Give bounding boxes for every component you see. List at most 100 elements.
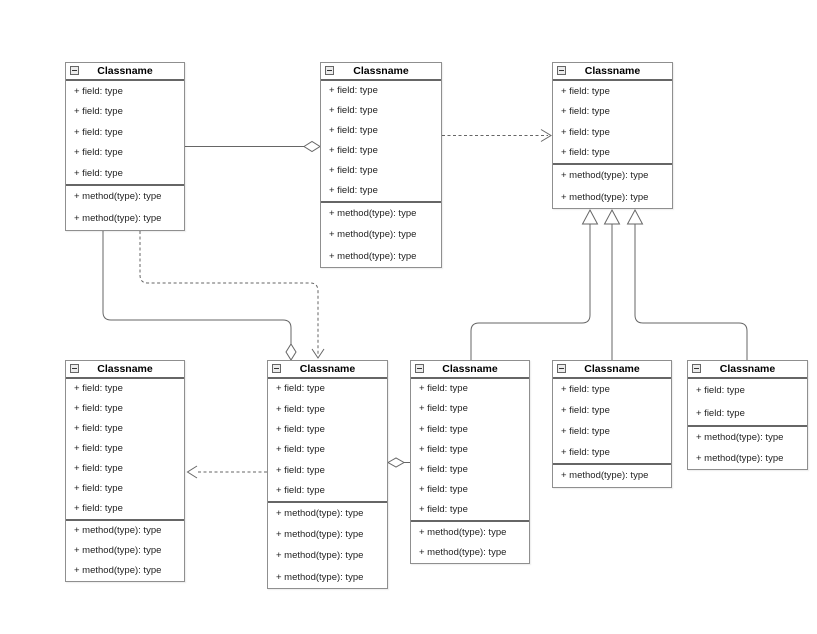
class-title: Classname <box>97 65 153 77</box>
class-box-bottom-center-right[interactable]: Classname + field: type + field: type + fi… <box>410 360 530 564</box>
member-row[interactable]: + field: type <box>561 126 610 138</box>
class-box-top-right[interactable]: Classname + field: type + field: type + fi… <box>552 62 673 209</box>
edge-generalization-bottomcenter-topright[interactable] <box>470 208 599 360</box>
member-row[interactable]: + field: type <box>561 404 610 416</box>
member-row[interactable]: + method(type): type <box>561 170 649 181</box>
member-row[interactable]: + method(type): type <box>276 507 364 519</box>
class-box-bottom-left[interactable]: Classname + field: type + field: type + fi… <box>65 360 185 582</box>
member-row[interactable]: + method(type): type <box>74 525 162 537</box>
member-row[interactable]: + field: type <box>276 383 325 395</box>
class-title-bar[interactable]: Classname <box>268 361 387 379</box>
member-row[interactable]: + field: type <box>329 165 378 177</box>
class-title-bar[interactable]: Classname <box>411 361 529 379</box>
member-row[interactable]: + field: type <box>74 85 123 97</box>
member-row[interactable]: + field: type <box>419 383 468 395</box>
edge-aggregation-topleft-topmiddle[interactable] <box>185 140 321 153</box>
member-row[interactable]: + field: type <box>276 403 325 415</box>
edge-dependency-bottommiddle-bottomleft[interactable] <box>186 465 268 479</box>
member-row[interactable]: + field: type <box>696 384 745 396</box>
member-row[interactable]: + field: type <box>74 503 123 515</box>
class-box-bottom-middle[interactable]: Classname + field: type + field: type + fi… <box>267 360 388 589</box>
edge-aggregation-topleft-bottommiddle[interactable] <box>102 231 297 361</box>
member-row[interactable]: + field: type <box>74 403 123 415</box>
member-row[interactable]: + method(type): type <box>329 229 417 241</box>
member-row[interactable]: + field: type <box>419 463 468 475</box>
methods-section: + method(type): type + method(type): type <box>553 163 672 208</box>
member-row[interactable]: + method(type): type <box>561 470 649 482</box>
member-row[interactable]: + field: type <box>419 403 468 415</box>
methods-section: + method(type): type <box>553 463 671 487</box>
edge-generalization-bottomright2-topright[interactable] <box>626 208 748 360</box>
member-row[interactable]: + field: type <box>74 126 123 138</box>
member-row[interactable]: + field: type <box>74 167 123 179</box>
collapse-minus-icon[interactable] <box>557 66 566 75</box>
class-box-top-left[interactable]: Classname + field: type + field: type + fi… <box>65 62 185 231</box>
hollow-diamond-marker <box>285 343 297 361</box>
member-row[interactable]: + method(type): type <box>276 571 364 583</box>
member-row[interactable]: + method(type): type <box>419 526 507 538</box>
member-row[interactable]: + method(type): type <box>276 550 364 562</box>
class-title-bar[interactable]: Classname <box>553 361 671 379</box>
edge-dependency-topleft-bottommiddle[interactable] <box>139 231 325 359</box>
class-box-bottom-right-1[interactable]: Classname + field: type + field: type + fi… <box>552 360 672 488</box>
member-row[interactable]: + field: type <box>561 85 610 97</box>
member-row[interactable]: + field: type <box>696 407 745 419</box>
member-row[interactable]: + field: type <box>561 147 610 158</box>
member-row[interactable]: + method(type): type <box>276 529 364 541</box>
member-row[interactable]: + field: type <box>419 423 468 435</box>
member-row[interactable]: + field: type <box>329 145 378 157</box>
member-row[interactable]: + method(type): type <box>419 547 507 558</box>
member-row[interactable]: + field: type <box>329 125 378 137</box>
member-row[interactable]: + field: type <box>276 485 325 497</box>
edge-generalization-bottomright1-topright[interactable] <box>603 208 621 360</box>
member-row[interactable]: + field: type <box>419 484 468 496</box>
class-title-bar[interactable]: Classname <box>321 63 441 81</box>
collapse-minus-icon[interactable] <box>70 66 79 75</box>
member-row[interactable]: + method(type): type <box>74 545 162 557</box>
edge-dependency-topmiddle-topright[interactable] <box>442 129 552 142</box>
collapse-minus-icon[interactable] <box>692 364 701 373</box>
member-row[interactable]: + method(type): type <box>696 431 784 443</box>
member-row[interactable]: + field: type <box>276 424 325 436</box>
member-row[interactable]: + method(type): type <box>696 452 784 464</box>
member-row[interactable]: + field: type <box>561 425 610 437</box>
member-row[interactable]: + field: type <box>74 383 123 395</box>
member-row[interactable]: + field: type <box>561 383 610 395</box>
class-title-bar[interactable]: Classname <box>66 361 184 379</box>
collapse-minus-icon[interactable] <box>325 66 334 75</box>
member-row[interactable]: + field: type <box>74 483 123 495</box>
member-row[interactable]: + field: type <box>329 85 378 97</box>
member-row[interactable]: + method(type): type <box>74 213 162 225</box>
class-title-bar[interactable]: Classname <box>688 361 807 379</box>
member-row[interactable]: + field: type <box>74 463 123 475</box>
class-title: Classname <box>353 65 409 77</box>
collapse-minus-icon[interactable] <box>415 364 424 373</box>
member-row[interactable]: + field: type <box>561 446 610 458</box>
member-row[interactable]: + method(type): type <box>74 191 162 203</box>
member-row[interactable]: + field: type <box>419 443 468 455</box>
member-row[interactable]: + field: type <box>329 105 378 117</box>
member-row[interactable]: + field: type <box>74 147 123 159</box>
member-row[interactable]: + field: type <box>419 504 468 516</box>
member-row[interactable]: + field: type <box>74 106 123 118</box>
member-row[interactable]: + method(type): type <box>74 565 162 577</box>
member-row[interactable]: + field: type <box>276 444 325 456</box>
class-title-bar[interactable]: Classname <box>66 63 184 81</box>
hollow-triangle-marker <box>581 208 599 225</box>
class-box-top-middle[interactable]: Classname + field: type + field: type + fi… <box>320 62 442 268</box>
class-box-bottom-right-2[interactable]: Classname + field: type + field: type + m… <box>687 360 808 470</box>
edge-aggregation-bottommiddle-bottomcenter[interactable] <box>386 457 410 468</box>
collapse-minus-icon[interactable] <box>557 364 566 373</box>
member-row[interactable]: + method(type): type <box>329 207 417 219</box>
collapse-minus-icon[interactable] <box>70 364 79 373</box>
member-row[interactable]: + field: type <box>74 443 123 455</box>
member-row[interactable]: + method(type): type <box>329 250 417 262</box>
member-row[interactable]: + field: type <box>329 185 378 197</box>
member-row[interactable]: + field: type <box>561 106 610 117</box>
member-row[interactable]: + method(type): type <box>561 191 649 203</box>
member-row[interactable]: + field: type <box>276 464 325 476</box>
collapse-minus-icon[interactable] <box>272 364 281 373</box>
class-title-bar[interactable]: Classname <box>553 63 672 81</box>
member-row[interactable]: + field: type <box>74 423 123 435</box>
